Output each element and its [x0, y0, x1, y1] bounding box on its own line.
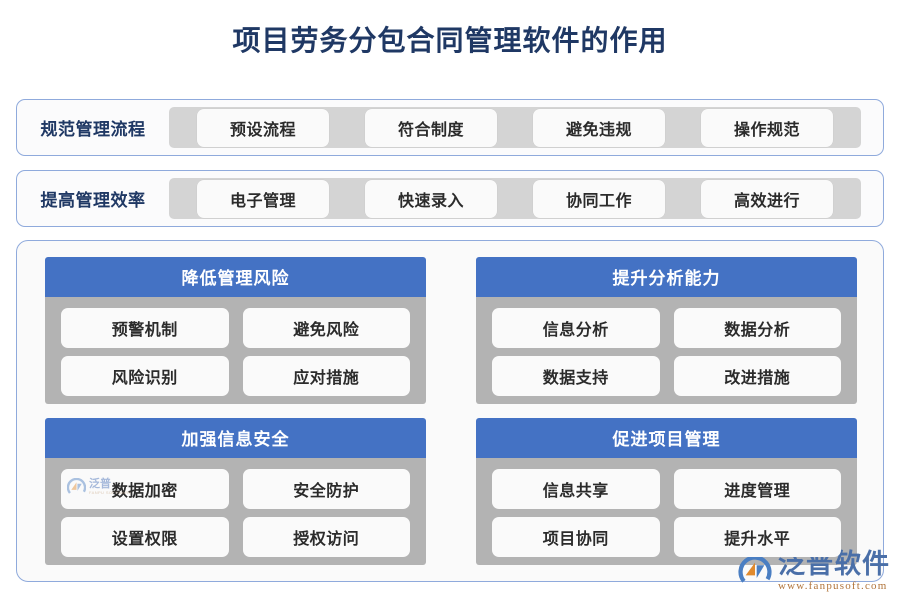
card-body: 泛普 FANPU SOFTWARE 数据加密 安全防护 设置权限 授权访问	[45, 458, 426, 565]
card-pill[interactable]: 避免风险	[242, 308, 410, 348]
bar-pill[interactable]: 操作规范	[701, 108, 833, 147]
bar-row-efficiency: 提高管理效率 电子管理 快速录入 协同工作 高效进行	[16, 170, 884, 227]
brand-website: www.fanpusoft.com	[778, 580, 888, 592]
bar-pill[interactable]: 电子管理	[197, 179, 329, 218]
card-pill[interactable]: 数据加密	[61, 469, 229, 509]
card-analysis-capability: 提升分析能力 信息分析 数据分析 数据支持 改进措施	[476, 257, 857, 404]
fanpu-logo-icon	[738, 554, 772, 589]
page-title: 项目劳务分包合同管理软件的作用	[232, 25, 668, 56]
main-panel: 降低管理风险 预警机制 避免风险 风险识别 应对措施 提升分析能力 信息分析 数…	[16, 240, 884, 582]
card-information-security: 加强信息安全 泛普 FANPU SOFTWARE 数据加	[45, 418, 426, 565]
card-pill[interactable]: 数据支持	[492, 356, 660, 396]
card-pill[interactable]: 改进措施	[673, 356, 841, 396]
cards-grid: 降低管理风险 预警机制 避免风险 风险识别 应对措施 提升分析能力 信息分析 数…	[17, 241, 885, 583]
card-pill[interactable]: 风险识别	[61, 356, 229, 396]
brand-text: 泛普软件 www.fanpusoft.com	[778, 551, 890, 592]
card-pill[interactable]: 授权访问	[242, 517, 410, 557]
card-pill[interactable]: 应对措施	[242, 356, 410, 396]
card-pill[interactable]: 安全防护	[242, 469, 410, 509]
card-header: 促进项目管理	[476, 418, 857, 458]
bar-pill[interactable]: 避免违规	[533, 108, 665, 147]
bar-pill[interactable]: 符合制度	[365, 108, 497, 147]
card-pill[interactable]: 预警机制	[61, 308, 229, 348]
bar-pill[interactable]: 快速录入	[365, 179, 497, 218]
bar-row-process: 规范管理流程 预设流程 符合制度 避免违规 操作规范	[16, 99, 884, 156]
card-header: 加强信息安全	[45, 418, 426, 458]
bar-pill[interactable]: 高效进行	[701, 179, 833, 218]
card-pill[interactable]: 提升水平	[673, 517, 841, 557]
bar-pill[interactable]: 协同工作	[533, 179, 665, 218]
bar-label: 规范管理流程	[40, 120, 146, 139]
card-body: 信息共享 进度管理 项目协同 提升水平	[476, 458, 857, 565]
bar-band: 电子管理 快速录入 协同工作 高效进行	[169, 178, 861, 219]
card-pill[interactable]: 设置权限	[61, 517, 229, 557]
card-pill[interactable]: 信息共享	[492, 469, 660, 509]
bar-label: 提高管理效率	[40, 191, 146, 210]
card-body: 信息分析 数据分析 数据支持 改进措施	[476, 297, 857, 404]
card-project-management: 促进项目管理 信息共享 进度管理 项目协同 提升水平	[476, 418, 857, 565]
card-pill[interactable]: 项目协同	[492, 517, 660, 557]
card-header: 降低管理风险	[45, 257, 426, 297]
card-pill[interactable]: 信息分析	[492, 308, 660, 348]
card-body: 预警机制 避免风险 风险识别 应对措施	[45, 297, 426, 404]
bar-band: 预设流程 符合制度 避免违规 操作规范	[169, 107, 861, 148]
bar-pill[interactable]: 预设流程	[197, 108, 329, 147]
card-pill[interactable]: 数据分析	[673, 308, 841, 348]
card-risk-reduction: 降低管理风险 预警机制 避免风险 风险识别 应对措施	[45, 257, 426, 404]
card-pill[interactable]: 进度管理	[673, 469, 841, 509]
card-header: 提升分析能力	[476, 257, 857, 297]
brand-logo: 泛普软件 www.fanpusoft.com	[738, 551, 890, 592]
